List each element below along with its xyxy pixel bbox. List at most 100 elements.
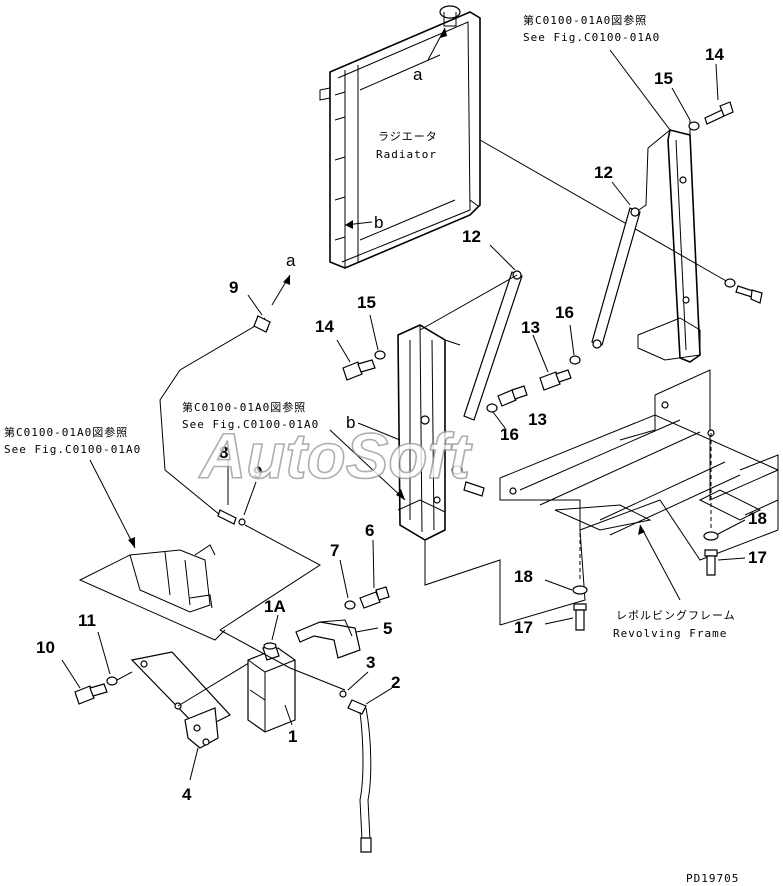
radiator-bolt-leader — [479, 139, 729, 283]
arrow-b-radiator — [344, 220, 373, 229]
leader-11 — [97, 631, 111, 675]
leader-16-middle — [492, 411, 506, 429]
leader-17-middle — [544, 617, 574, 625]
arrow-b-mid — [357, 422, 401, 441]
leader-16-right — [569, 324, 575, 356]
ref-top-en: See Fig.C0100-01A0 — [523, 31, 660, 44]
reserve-tank-1 — [247, 642, 296, 733]
bolt-17-middle — [572, 585, 588, 631]
rod-to-post-line — [419, 274, 518, 331]
arrow-a-hose-head — [283, 275, 290, 285]
leader-15-top — [671, 87, 691, 121]
frame-label-en: Revolving Frame — [613, 627, 727, 640]
letter-b-mid: b — [346, 413, 355, 432]
callout-14-middle: 14 — [315, 317, 334, 336]
callout-6: 6 — [365, 521, 374, 540]
bolt-13-right — [539, 355, 581, 391]
bolt-post-middle — [451, 465, 485, 497]
hose-2 — [339, 690, 372, 853]
frame-label-arrowhead — [638, 525, 645, 535]
tank-to-clamp-line — [219, 629, 346, 691]
bolt-10 — [74, 671, 133, 705]
letter-a-hose: a — [286, 251, 296, 270]
leader-10 — [61, 659, 81, 689]
ref-left-arrowhead — [128, 537, 135, 548]
leader-3 — [347, 671, 369, 691]
leader-12-middle — [489, 244, 516, 271]
leader-12-right — [611, 181, 631, 206]
radiator-label-en: Radiator — [376, 148, 437, 161]
ref-left-en: See Fig.C0100-01A0 — [4, 443, 141, 456]
callout-16-right: 16 — [555, 303, 574, 322]
callout-17-right: 17 — [748, 548, 767, 567]
revolving-frame — [424, 369, 779, 626]
callout-4: 4 — [182, 785, 192, 804]
callout-11: 11 — [78, 611, 96, 630]
leader-4 — [189, 747, 199, 781]
leader-14-middle — [336, 339, 351, 363]
ref-mid-arrowhead — [396, 489, 405, 500]
leader-14-top — [715, 63, 719, 101]
callout-9-bottom: 9 — [253, 463, 262, 482]
leader-9-top — [247, 294, 263, 316]
radiator-label-jp: ラジエータ — [378, 130, 438, 143]
callout-10: 10 — [36, 638, 55, 657]
stay-rod-12-right — [591, 207, 641, 349]
middle-post-bracket — [397, 324, 461, 541]
callout-1A: 1A — [264, 597, 286, 616]
callout-5: 5 — [383, 619, 392, 638]
leader-13-right — [532, 334, 549, 373]
callout-3: 3 — [366, 653, 375, 672]
bolt-13-middle — [486, 385, 528, 413]
leader-1A — [271, 614, 279, 641]
right-support-bracket — [609, 49, 701, 363]
letter-b-radiator: b — [374, 213, 383, 232]
callout-9-top: 9 — [229, 278, 238, 297]
callout-1: 1 — [288, 727, 297, 746]
clamp-5 — [295, 619, 361, 659]
tank-bracket-4 — [130, 651, 263, 749]
leader-7 — [339, 559, 349, 599]
bolt-right-frame — [724, 278, 763, 304]
bolt-14-top — [688, 101, 734, 131]
leader-1 — [284, 704, 293, 726]
ref-top-jp: 第C0100-01A0図参照 — [523, 13, 647, 27]
leader-6 — [372, 539, 375, 589]
callout-15-middle: 15 — [357, 293, 376, 312]
callout-13-right: 13 — [521, 318, 540, 337]
ref-mid-jp: 第C0100-01A0図参照 — [182, 400, 306, 414]
leader-2 — [365, 687, 393, 705]
ref-left-jp: 第C0100-01A0図参照 — [4, 425, 128, 439]
leader-15-middle — [369, 314, 379, 351]
arrow-a-radiator — [427, 27, 447, 61]
callout-12-right: 12 — [594, 163, 613, 182]
bolt-6 — [344, 586, 390, 610]
bolt-17-right — [703, 531, 719, 576]
callout-8: 8 — [219, 443, 228, 462]
callout-15-top: 15 — [654, 69, 673, 88]
callout-18-right: 18 — [748, 509, 767, 528]
letter-a-top: a — [413, 65, 423, 84]
callout-12-middle: 12 — [462, 227, 481, 246]
drawing-number: PD19705 — [686, 872, 739, 885]
leader-5 — [355, 627, 379, 633]
frame-label-jp: レボルビングフレーム — [616, 608, 736, 622]
radiator — [319, 5, 481, 269]
ref-mid-leader — [329, 429, 406, 501]
callout-17-middle: 17 — [514, 618, 533, 637]
callout-18-middle: 18 — [514, 567, 533, 586]
bolt-14-middle — [342, 350, 386, 381]
callout-14-top: 14 — [705, 45, 724, 64]
callout-2: 2 — [391, 673, 400, 692]
leader-18-right — [717, 519, 746, 535]
ref-mid-en: See Fig.C0100-01A0 — [182, 418, 319, 431]
watermark: AutoSoft — [198, 420, 473, 492]
ref-left-leader — [89, 459, 136, 549]
leader-18-middle — [544, 579, 573, 591]
hose-8 — [159, 315, 321, 631]
callout-7: 7 — [330, 541, 339, 560]
left-reference-bracket — [78, 544, 226, 641]
leader-17-right — [717, 557, 746, 561]
leader-9-bottom — [243, 481, 257, 516]
